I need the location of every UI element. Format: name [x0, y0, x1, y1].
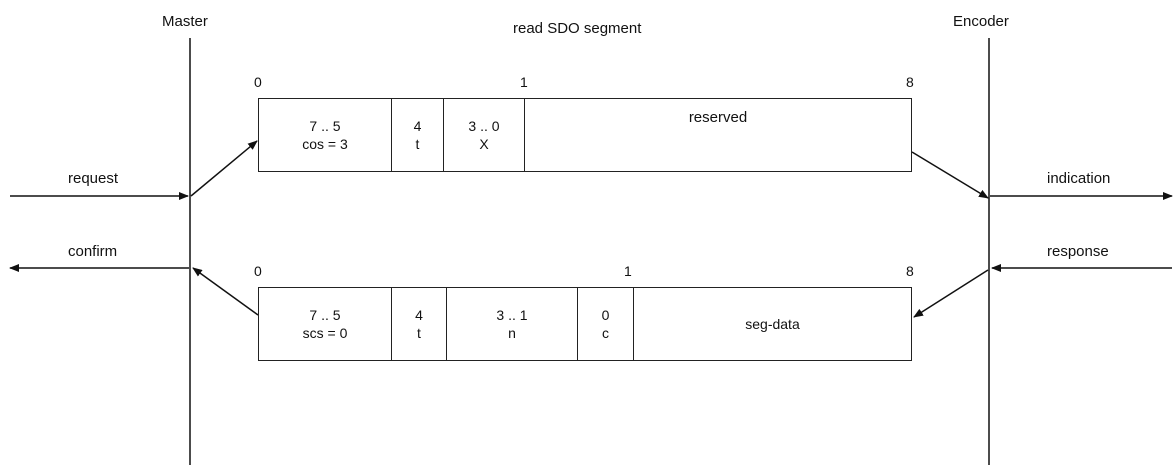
- request-field-toggle-bits: 4: [413, 118, 422, 134]
- response-field-seg-data-label: seg-data: [745, 316, 800, 332]
- response-field-command-bits: 7 .. 5: [309, 307, 341, 323]
- response-byte-index-8: 8: [906, 263, 914, 279]
- request-field-command: 7 .. 5 cos = 3: [259, 99, 392, 171]
- response-field-n-value: n: [508, 325, 516, 341]
- response-field-n-bits: 3 .. 1: [496, 307, 528, 323]
- response-field-seg-data: seg-data: [634, 288, 911, 360]
- request-byte-index-8: 8: [906, 74, 914, 90]
- master-to-frame-arrow: [190, 140, 258, 197]
- response-label: response: [1047, 243, 1109, 260]
- response-field-n: 3 .. 1 n: [447, 288, 578, 360]
- response-byte-index-1: 1: [624, 263, 632, 279]
- request-field-command-value: cos = 3: [302, 136, 348, 152]
- diagram-title: read SDO segment: [513, 20, 642, 37]
- request-byte-index-0: 0: [254, 74, 262, 90]
- encoder-to-frame-arrow: [913, 269, 989, 318]
- indication-label: indication: [1047, 170, 1111, 187]
- request-field-reserved-label: reserved: [688, 109, 748, 126]
- response-field-command-value: scs = 0: [302, 325, 348, 341]
- request-byte-index-1: 1: [520, 74, 528, 90]
- response-field-toggle-bits: 4: [415, 307, 423, 323]
- master-label: Master: [162, 13, 208, 30]
- request-field-command-bits: 7 .. 5: [309, 118, 341, 134]
- frame-to-master-arrow: [192, 267, 259, 316]
- request-field-x-bits: 3 .. 0: [468, 118, 500, 134]
- request-frame: 7 .. 5 cos = 3 4 t 3 .. 0 X reserved: [258, 98, 912, 172]
- encoder-label: Encoder: [953, 13, 1009, 30]
- frame-to-encoder-arrow: [911, 151, 989, 199]
- confirm-label: confirm: [68, 243, 118, 260]
- response-field-c: 0 c: [578, 288, 634, 360]
- request-field-toggle: 4 t: [392, 99, 444, 171]
- response-field-c-value: c: [602, 325, 609, 341]
- response-field-command: 7 .. 5 scs = 0: [259, 288, 392, 360]
- response-byte-index-0: 0: [254, 263, 262, 279]
- response-field-toggle: 4 t: [392, 288, 447, 360]
- request-label: request: [68, 170, 119, 187]
- response-field-c-bits: 0: [601, 307, 610, 323]
- request-field-x: 3 .. 0 X: [444, 99, 525, 171]
- request-field-toggle-value: t: [415, 136, 420, 152]
- response-field-toggle-value: t: [417, 325, 421, 341]
- request-field-x-value: X: [479, 136, 489, 152]
- response-frame: 7 .. 5 scs = 0 4 t 3 .. 1 n 0 c seg-data: [258, 287, 912, 361]
- request-field-reserved: reserved: [525, 99, 911, 171]
